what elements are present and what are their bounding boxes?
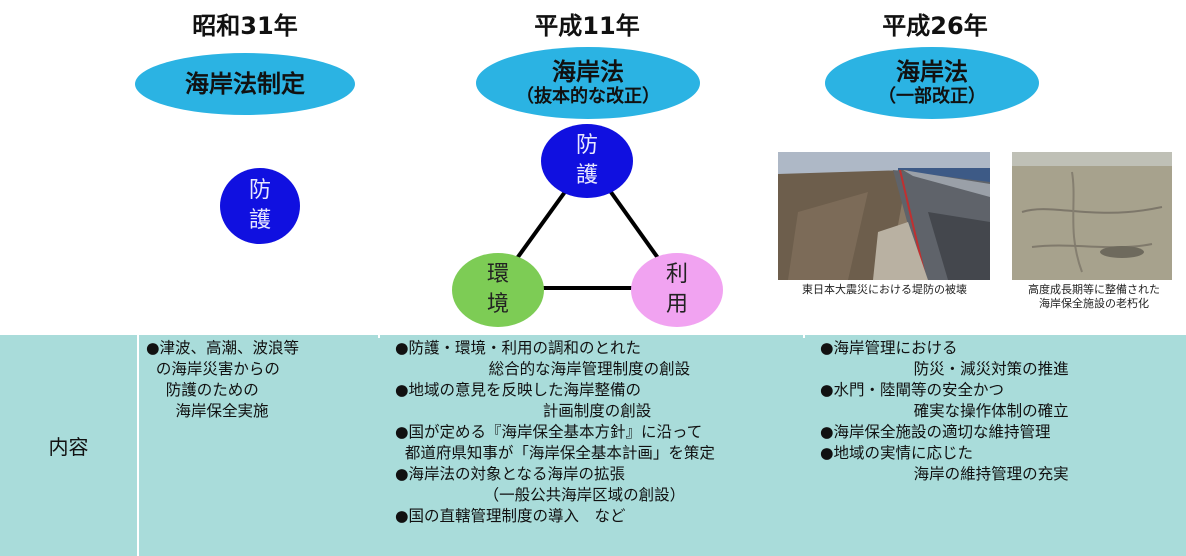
circle-char: 護 <box>575 163 598 188</box>
oval-major-revision: 海岸法 （抜本的な改正） <box>476 47 700 119</box>
photo-caption-aging: 高度成長期等に整備された 海岸保全施設の老朽化 <box>1002 283 1186 311</box>
circle-char: 用 <box>665 292 688 317</box>
content-line: 総合的な海岸管理制度の創設 <box>395 360 691 378</box>
content-col-showa: ●津波、高潮、波浪等 の海岸災害からの 防護のための 海岸保全実施 <box>140 338 382 556</box>
caption-line: 海岸保全施設の老朽化 <box>1039 297 1149 310</box>
content-line: ●海岸管理における <box>820 339 958 357</box>
photo-caption-levee: 東日本大震災における堤防の被壊 <box>772 283 997 297</box>
oval-partial-revision: 海岸法 （一部改正） <box>825 47 1039 119</box>
photo-levee-damage <box>778 152 990 280</box>
content-line: ●防護・環境・利用の調和のとれた <box>395 339 642 357</box>
content-line: 防護のための <box>146 381 259 399</box>
content-line: 計画制度の創設 <box>395 402 652 420</box>
caption-line: 東日本大震災における堤防の被壊 <box>802 283 967 296</box>
content-col-heisei26: ●海岸管理における 防災・減災対策の推進 ●水門・陸閘等の安全かつ 確実な操作体… <box>806 338 1186 556</box>
circle-use: 利 用 <box>631 253 723 327</box>
caption-line: 高度成長期等に整備された <box>1028 283 1160 296</box>
content-col-heisei11: ●防護・環境・利用の調和のとれた 総合的な海岸管理制度の創設 ●地域の意見を反映… <box>381 338 815 556</box>
content-line: （一般公共海岸区域の創設） <box>395 486 686 504</box>
circle-protection-top: 防 護 <box>541 124 633 198</box>
era-title-3: 平成26年 <box>882 12 988 40</box>
circle-environment: 環 境 <box>452 253 544 327</box>
content-line: ●地域の実情に応じた <box>820 444 974 462</box>
circle-char: 環 <box>486 262 509 287</box>
content-line: ●国の直轄管理制度の導入 など <box>395 507 626 525</box>
circle-char: 境 <box>486 292 509 317</box>
content-line: 防災・減災対策の推進 <box>820 360 1069 378</box>
oval-law-enactment: 海岸法制定 <box>135 53 355 115</box>
content-line: ●津波、高潮、波浪等 <box>146 339 300 357</box>
oval-main-text: 海岸法制定 <box>185 70 305 98</box>
column-divider <box>137 335 139 556</box>
circle-char: 防 <box>248 178 271 203</box>
oval-sub-text: （一部改正） <box>878 86 986 107</box>
content-line: ●水門・陸閘等の安全かつ <box>820 381 1005 399</box>
content-line: ●地域の意見を反映した海岸整備の <box>395 381 642 399</box>
content-line: ●国が定める『海岸保全基本方針』に沿って <box>395 423 703 441</box>
content-line: ●海岸保全施設の適切な維持管理 <box>820 423 1051 441</box>
circle-char: 利 <box>665 262 688 287</box>
photo-aging-facility <box>1012 152 1172 280</box>
oval-main-text: 海岸法 <box>552 58 624 86</box>
content-line: 確実な操作体制の確立 <box>820 402 1069 420</box>
content-line: ●海岸法の対象となる海岸の拡張 <box>395 465 626 483</box>
content-line: 海岸保全実施 <box>146 402 269 420</box>
oval-sub-text: （抜本的な改正） <box>516 86 660 107</box>
era-title-1: 昭和31年 <box>192 12 298 40</box>
circle-char: 防 <box>575 133 598 158</box>
era-title-2: 平成11年 <box>534 12 640 40</box>
content-line: 都道府県知事が「海岸保全基本計画」を策定 <box>395 444 715 462</box>
content-line: 海岸の維持管理の充実 <box>820 465 1069 483</box>
oval-main-text: 海岸法 <box>896 58 968 86</box>
content-line: の海岸災害からの <box>146 360 280 378</box>
circle-protection: 防 護 <box>220 168 300 244</box>
circle-char: 護 <box>248 208 271 233</box>
row-label: 内容 <box>48 435 89 459</box>
